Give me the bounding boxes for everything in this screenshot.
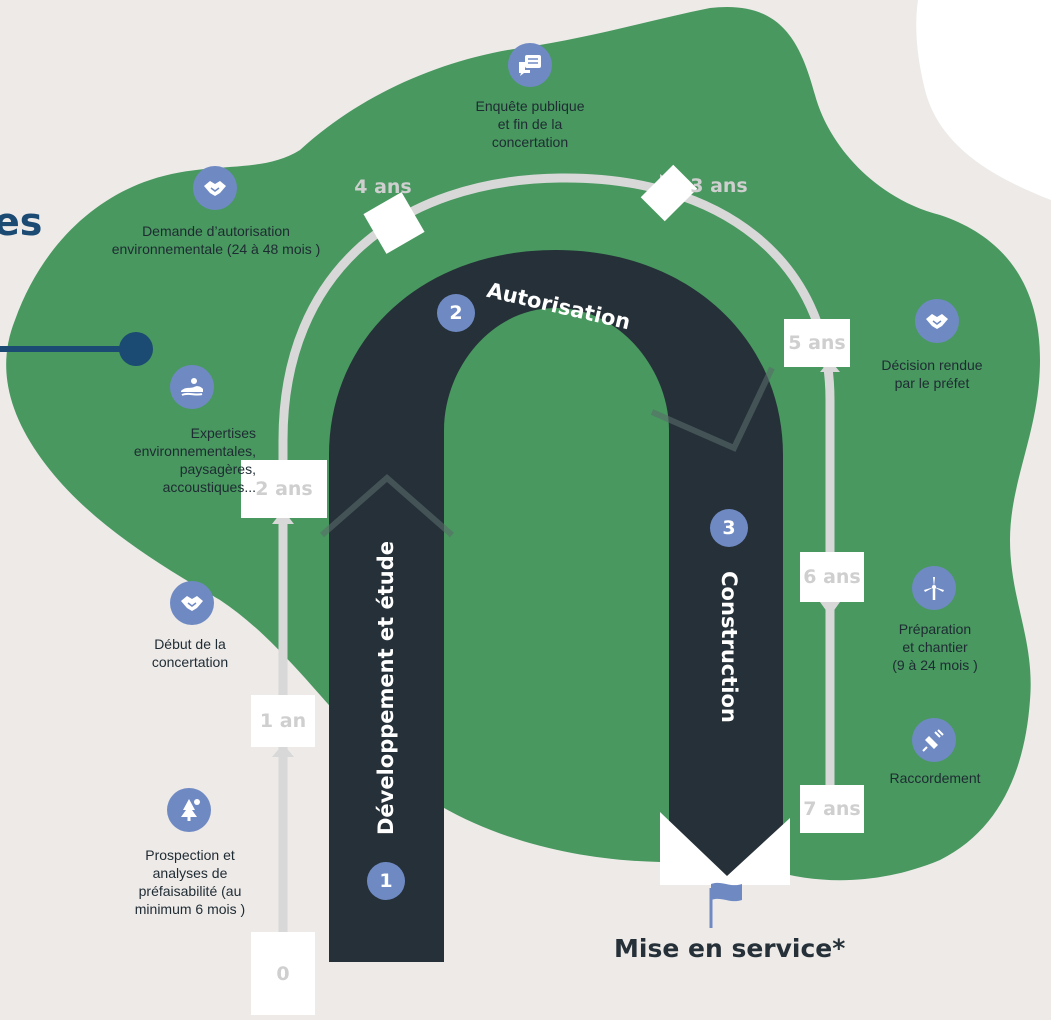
milestone-label: Décision rendue par le préfet (881, 357, 983, 391)
ghost-chevron-left (320, 474, 454, 538)
mise-en-service-label: Mise en service* (614, 934, 846, 963)
handshake-icon (915, 299, 959, 343)
landscape-icon (170, 365, 214, 409)
phase-number-2: 2 (437, 294, 475, 332)
milestone-label: Début de la concertation (151, 636, 229, 670)
tree-icon (167, 788, 211, 832)
phase-number-3: 3 (710, 509, 748, 547)
year-box-tilt-2 (640, 164, 698, 222)
milestone-label: Prospection et analyses de préfaisabilit… (134, 847, 246, 917)
milestone-label: Enquête publique et fin de la concertati… (475, 98, 585, 150)
finish-chevron (660, 812, 790, 885)
handshake-icon (193, 166, 237, 210)
year-label: 2 ans (241, 460, 327, 518)
white-corner-blob (916, 0, 1051, 200)
milestone-label: Préparation et chantier (9 à 24 mois ) (892, 621, 978, 673)
year-label: 7 ans (800, 785, 864, 833)
milestone-label: Demande d’autorisation environnementale … (111, 223, 321, 257)
phase-label-3: Construction (717, 571, 741, 723)
arrow-up-1 (272, 744, 294, 757)
year-label: 5 ans (784, 319, 850, 367)
ghost-chevron-right (650, 366, 775, 452)
milestone-label: Raccordement (889, 770, 981, 786)
arrow-down-6 (820, 602, 840, 616)
timeline-track (278, 173, 835, 940)
phase-road (329, 250, 783, 962)
handshake-icon (170, 581, 214, 625)
title-fragment: es (0, 200, 43, 244)
milestone-label: Expertises environnementales, paysagères… (133, 425, 256, 495)
phase-label-1: Développement et étude (374, 540, 398, 836)
year-label: 0 (251, 932, 315, 1015)
phase-number-1: 1 (367, 862, 405, 900)
plug-icon (912, 718, 956, 762)
year-label: 1 an (251, 695, 315, 747)
year-label: 3 ans (690, 175, 748, 197)
year-label: 4 ans (354, 176, 412, 198)
flag-icon (711, 882, 742, 902)
year-box-tilt-1 (363, 192, 425, 254)
wind-turbine-icon (912, 566, 956, 610)
year-label: 6 ans (800, 552, 864, 602)
chat-icon (508, 43, 552, 87)
navy-dot (119, 332, 153, 366)
